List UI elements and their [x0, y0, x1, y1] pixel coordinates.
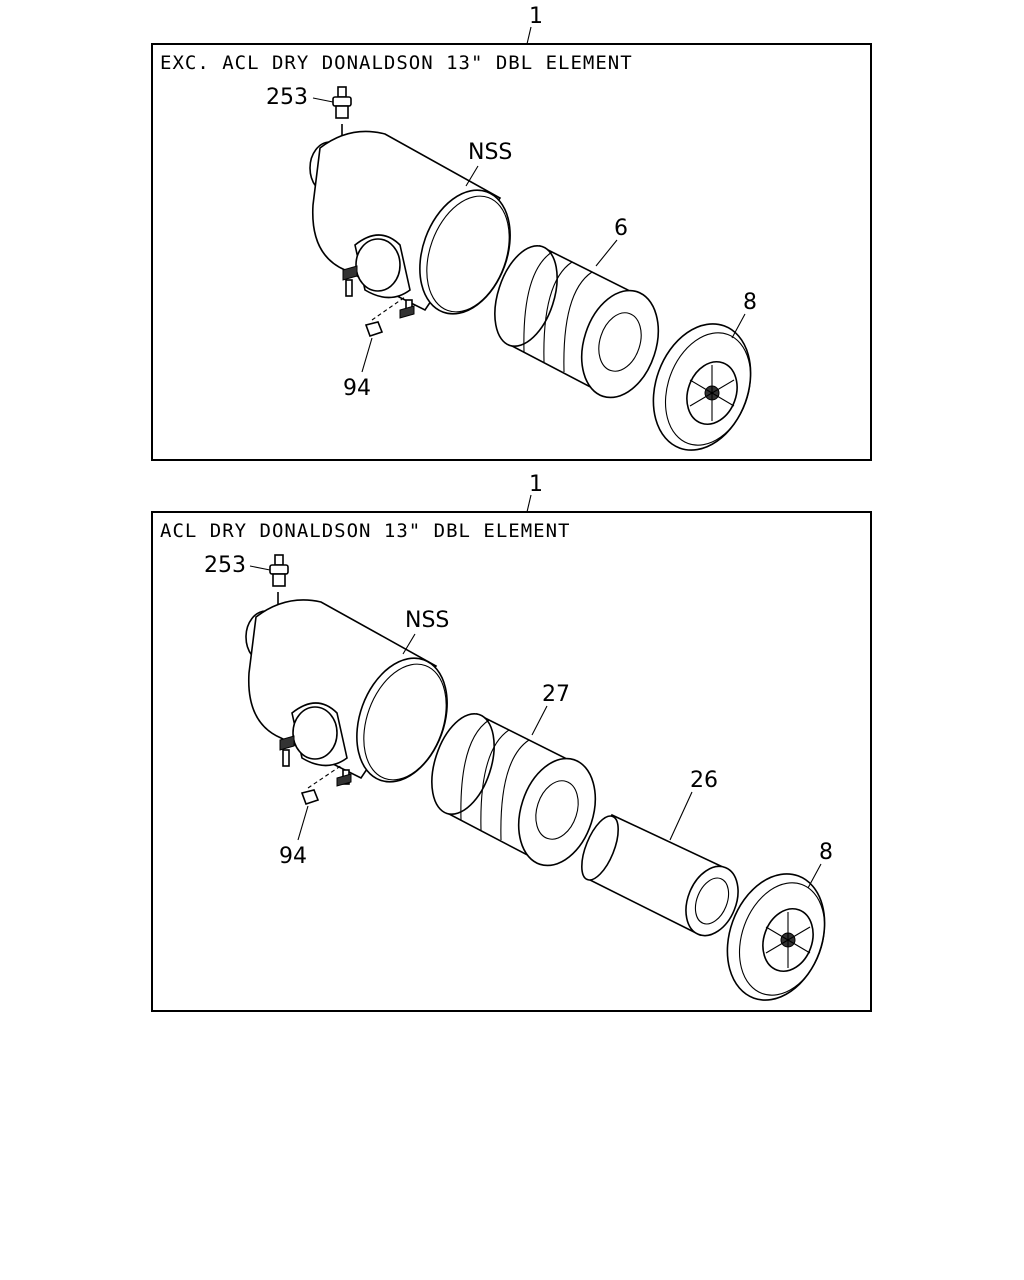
panel-title: EXC. ACL DRY DONALDSON 13" DBL ELEMENT — [160, 52, 633, 74]
callout-valve: 253 — [204, 553, 246, 578]
assembly-callout: 1 — [529, 472, 543, 497]
callout-housing: NSS — [468, 140, 512, 165]
safety-element-part — [581, 813, 739, 937]
assembly-callout: 1 — [529, 4, 543, 29]
callout-cover: 8 — [743, 290, 757, 315]
end-cover-part — [652, 323, 752, 451]
callout-valve: 253 — [266, 85, 308, 110]
callout-bracket: 94 — [343, 376, 371, 401]
panel-frame — [151, 511, 872, 1012]
panel-title: ACL DRY DONALDSON 13" DBL ELEMENT — [160, 520, 571, 542]
vacuator-valve-part — [269, 554, 289, 610]
primary-element-part — [494, 244, 660, 399]
bracket-part — [300, 764, 343, 806]
panel-bottom: 1 ACL DRY DONALDSON 13" DBL ELEMENT 253 … — [151, 472, 872, 1012]
air-cleaner-housing-part — [309, 130, 511, 319]
callout-inner-element: 26 — [690, 768, 718, 793]
callout-cover: 8 — [819, 840, 833, 865]
callout-element: 27 — [542, 682, 570, 707]
callout-bracket: 94 — [279, 844, 307, 869]
bracket-part — [364, 296, 406, 338]
panel-top: 1 EXC. ACL DRY DONALDSON 13" DBL ELEMENT… — [151, 4, 872, 461]
end-cover-part — [726, 873, 826, 1001]
primary-element-part — [431, 712, 597, 867]
callout-housing: NSS — [405, 608, 449, 633]
callout-element: 6 — [614, 216, 628, 241]
panel-frame — [151, 43, 872, 461]
air-cleaner-housing-part — [245, 599, 448, 787]
vacuator-valve-part — [332, 86, 352, 142]
